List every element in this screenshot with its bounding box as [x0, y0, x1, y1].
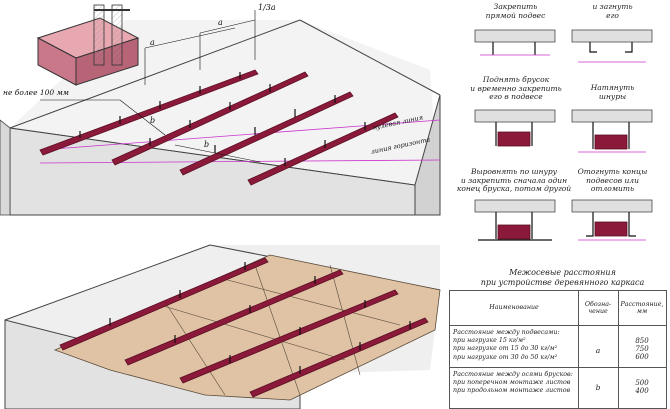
dim-a-mid: a [218, 18, 223, 27]
dim-b-lower: b [204, 140, 210, 149]
dim-max-edge: не более 100 мм [3, 88, 70, 97]
lumber-inset [36, 4, 140, 86]
step-1-sketch [474, 29, 556, 56]
dim-a-top: a [150, 38, 155, 47]
dim-third-a: 1/3a [258, 3, 276, 12]
header-name: Наименование [450, 291, 578, 326]
upper-beams [39, 10, 399, 186]
step-2-sketch [571, 29, 653, 63]
steps-panel [474, 29, 653, 241]
step-3-sketch [474, 109, 556, 147]
beam-1 [39, 69, 259, 156]
beam-3 [179, 91, 354, 176]
horizon-line [39, 159, 441, 164]
dim-b-upper: b [150, 116, 156, 125]
header-symbol: Обозна- чение [578, 291, 618, 326]
beam-4 [247, 112, 399, 186]
spacing-table: Наименование Обозна- чение Расстояние, м… [449, 290, 667, 409]
lower-room [4, 244, 441, 409]
step-5-sketch [474, 199, 556, 241]
row-1-values: 850 750 600 [635, 337, 649, 362]
upper-wall-right [414, 94, 441, 216]
ceiling-edge-back [299, 19, 441, 96]
table-row: Расстояние между осями брусков: при попе… [453, 371, 573, 395]
ceiling-edge-left [9, 19, 301, 129]
gypsum-boards [53, 254, 441, 401]
table-title: Межосевые расстояния при устройстве дере… [480, 268, 645, 287]
upper-wall-left [0, 119, 11, 216]
table-row: Расстояние между подвесами: при нагрузке… [453, 329, 560, 361]
row-1-symbol: a [595, 346, 601, 355]
header-distance: Расстояние, мм [618, 291, 666, 326]
step-4-sketch [571, 109, 653, 153]
beam-2 [111, 71, 309, 166]
row-2-values: 500 400 [635, 379, 649, 396]
step-6-sketch [571, 199, 653, 241]
row-2-symbol: b [595, 383, 601, 392]
